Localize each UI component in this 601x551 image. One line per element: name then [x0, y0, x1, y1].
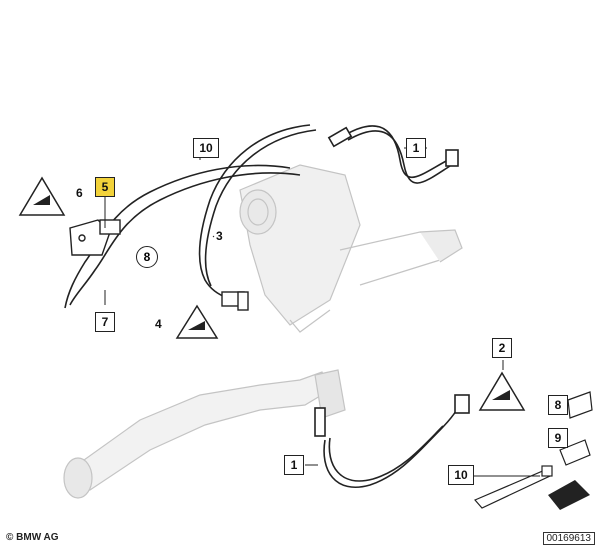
exhaust-downpipe: [63, 369, 346, 499]
callout-1-bottom[interactable]: 1: [284, 455, 304, 475]
callout-6[interactable]: 6: [76, 186, 83, 200]
catalytic-converter: [239, 164, 463, 333]
warning-triangle-2: [478, 371, 526, 411]
warning-triangle-6: [18, 176, 66, 216]
callout-8-right[interactable]: 8: [548, 395, 568, 415]
plug-connector-3: [221, 291, 249, 311]
document-number: 00169613: [542, 532, 595, 545]
callout-10-top[interactable]: 10: [193, 138, 219, 158]
sensor-cable-3: [198, 124, 317, 299]
callout-9[interactable]: 9: [548, 428, 568, 448]
sensor-bracket-5: [69, 219, 121, 256]
callout-10-bottom[interactable]: 10: [448, 465, 474, 485]
callout-1-top[interactable]: 1: [406, 138, 426, 158]
warning-triangle-4: [175, 304, 219, 339]
cable-tie-10: [474, 465, 553, 509]
callout-3[interactable]: 3: [216, 229, 223, 243]
oxygen-sensor-bottom: [314, 394, 470, 488]
callout-7[interactable]: 7: [95, 312, 115, 332]
oxygen-sensor-top: [327, 125, 459, 184]
clip-parts: [559, 391, 593, 466]
callout-2[interactable]: 2: [492, 338, 512, 358]
callout-4[interactable]: 4: [155, 317, 162, 331]
callout-5[interactable]: 5: [95, 177, 115, 197]
copyright-text: © BMW AG: [6, 532, 59, 543]
arrow-icon: [548, 480, 590, 510]
callout-8[interactable]: 8: [136, 246, 158, 268]
